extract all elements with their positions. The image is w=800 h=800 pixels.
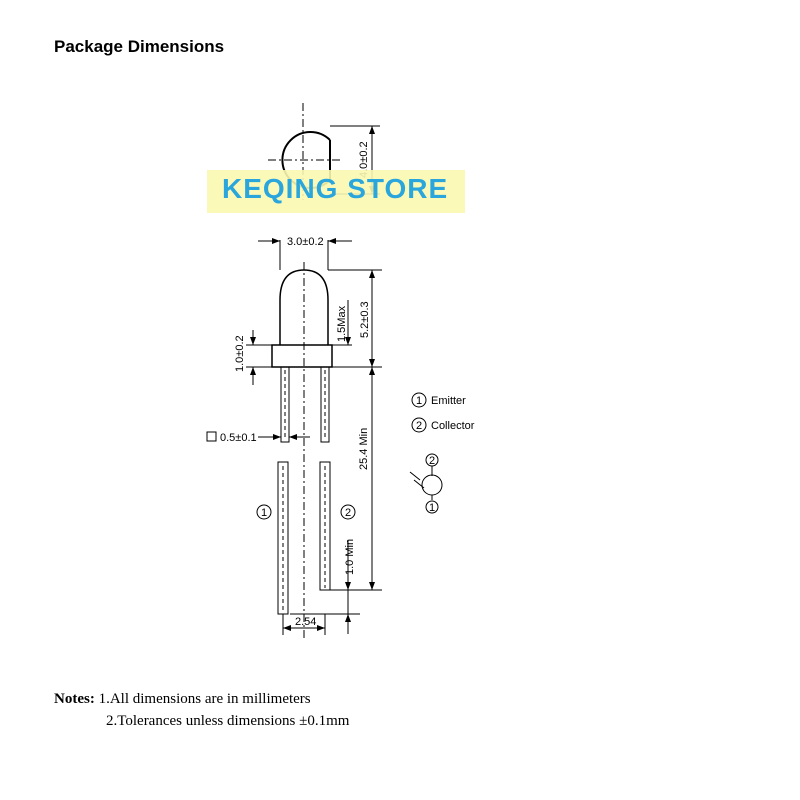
page-title: Package Dimensions [54, 37, 225, 56]
emitter-number: 1 [416, 395, 422, 407]
pin-2-marker [340, 504, 356, 520]
lead-2-upper [320, 366, 330, 443]
dim-lead-square: 0.5±0.1 [220, 432, 257, 444]
led-flange [271, 344, 333, 368]
dim-base-max: 1.5Max [336, 305, 348, 342]
dim-diameter: 4.0±0.2 [358, 141, 370, 178]
pin-1-marker [256, 504, 272, 520]
notes-label: Notes: [54, 691, 95, 707]
dim-height: 5.2±0.3 [359, 301, 371, 338]
lead-1-upper [280, 366, 290, 443]
symbol-pin-2-label: 2 [429, 455, 435, 467]
emitter-marker [411, 392, 427, 408]
note-2: 2.Tolerances unless dimensions ±0.1mm [106, 713, 350, 729]
symbol-pin-1 [425, 500, 439, 514]
dim-flange: 1.0±0.2 [234, 335, 246, 372]
collector-number: 2 [416, 420, 422, 432]
notes-block: Notes: 1.All dimensions are in millimete… [54, 688, 349, 732]
collector-marker [411, 417, 427, 433]
symbol-pin-2 [425, 453, 439, 467]
square-icon [206, 431, 217, 442]
watermark-banner [207, 170, 465, 213]
emitter-label: Emitter [431, 395, 466, 407]
note-1: 1.All dimensions are in millimeters [98, 691, 311, 707]
symbol-pin-1-label: 1 [429, 502, 435, 514]
watermark-text: KEQING STORE [222, 173, 449, 204]
phototransistor-symbol [421, 474, 443, 496]
pin-1-label: 1 [261, 507, 267, 519]
pin-2-label: 2 [345, 507, 351, 519]
lead-2-lower [319, 461, 331, 591]
dim-lead-min: 1.0 Min [344, 539, 356, 575]
dim-lead-length: 25.4 Min [358, 428, 370, 470]
dim-pitch: 2.54 [295, 616, 316, 628]
collector-label: Collector [431, 420, 475, 432]
dim-width: 3.0±0.2 [287, 236, 324, 248]
